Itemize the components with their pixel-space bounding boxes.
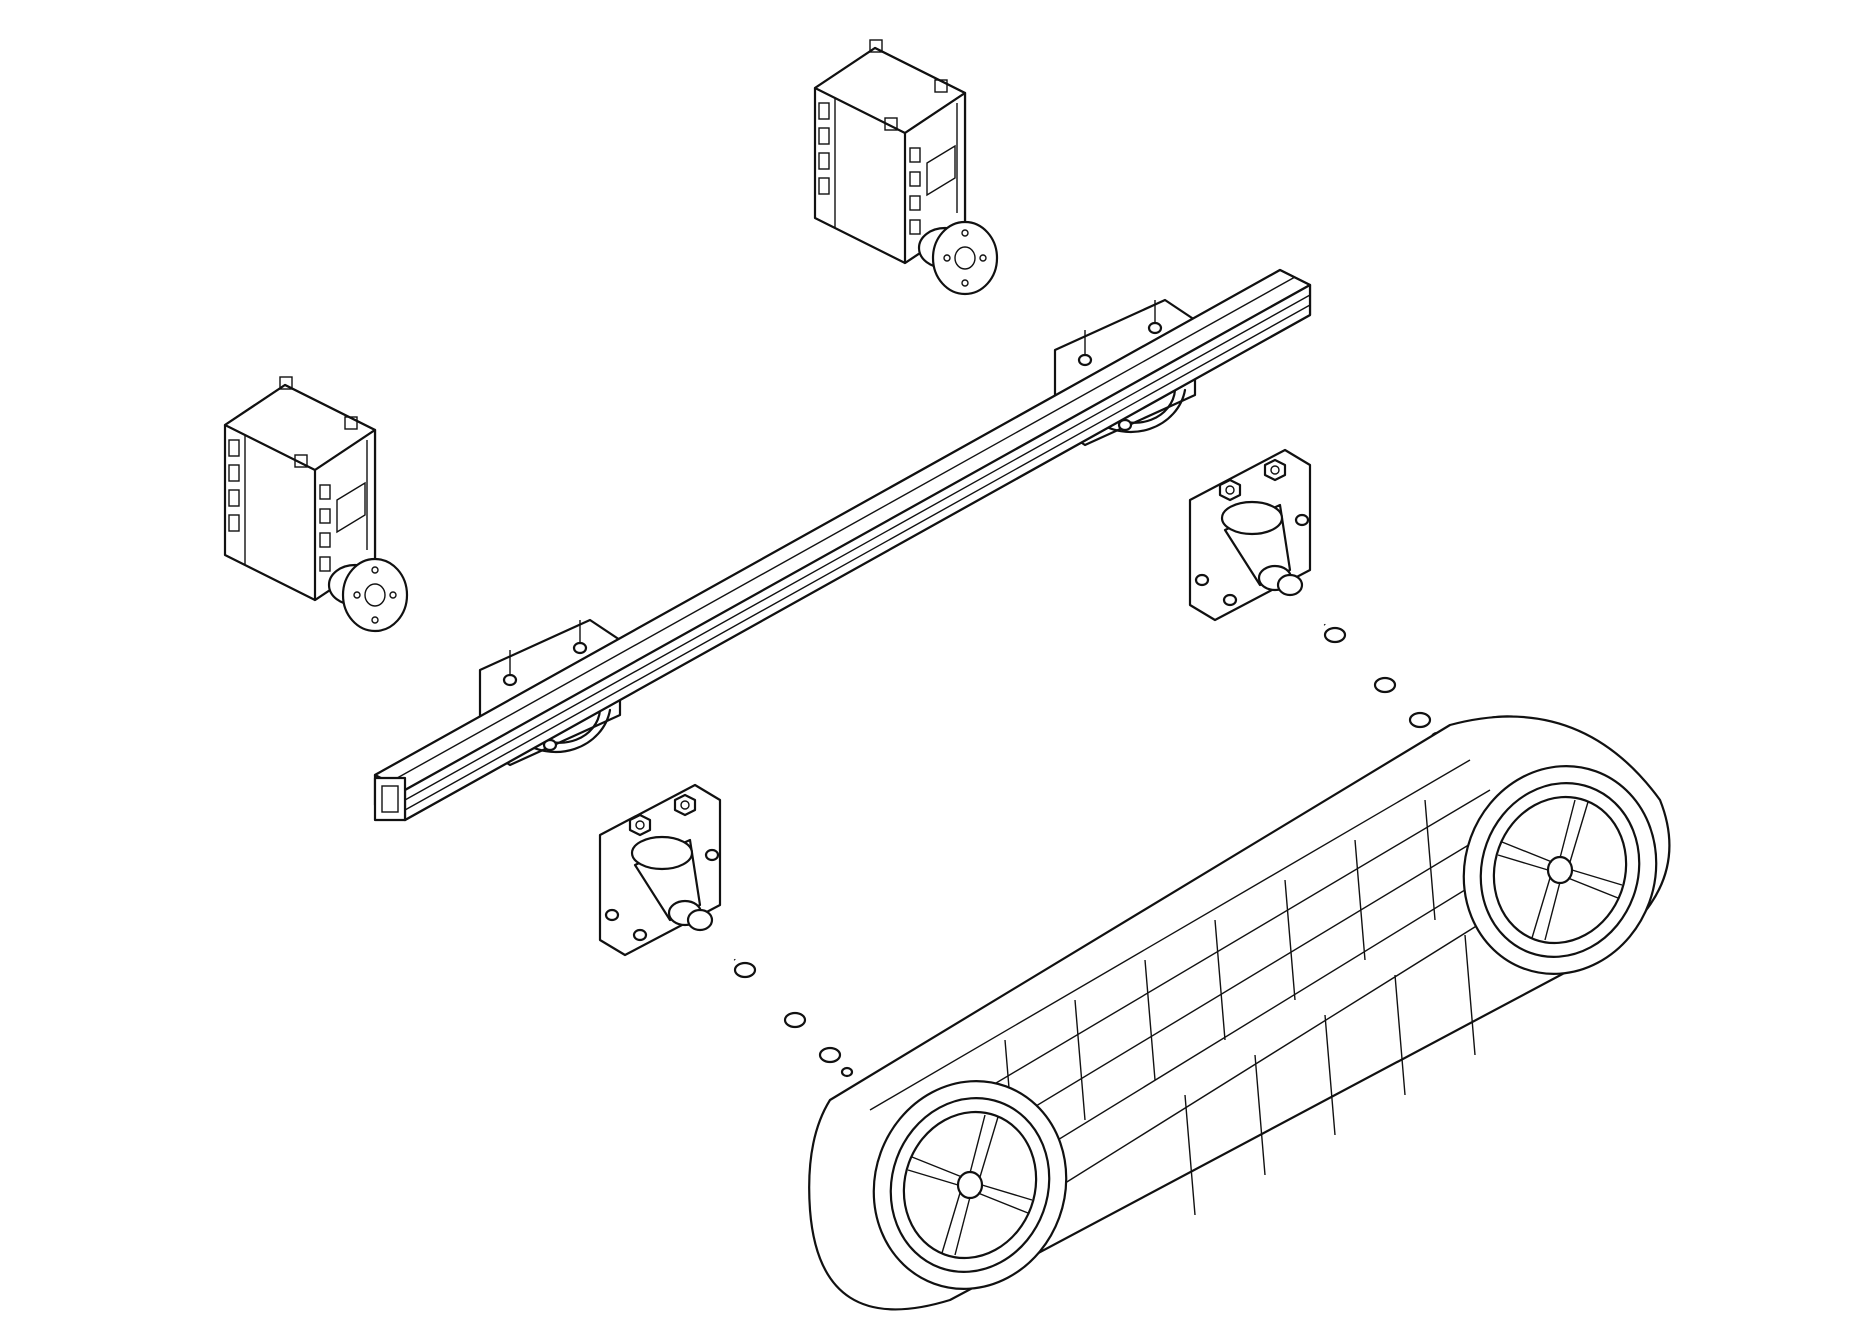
shaft-with-spacers-right [1325,625,1442,741]
shaft-with-spacers-left [735,960,852,1076]
servo-motor-top [813,38,999,296]
aluminum-extrusion-beam [373,268,1312,822]
tank-track-assembly [808,715,1687,1318]
servo-motor-left [223,375,409,633]
flange-bearing-mount-left [598,783,722,957]
flange-bearing-mount-right [1188,448,1312,622]
